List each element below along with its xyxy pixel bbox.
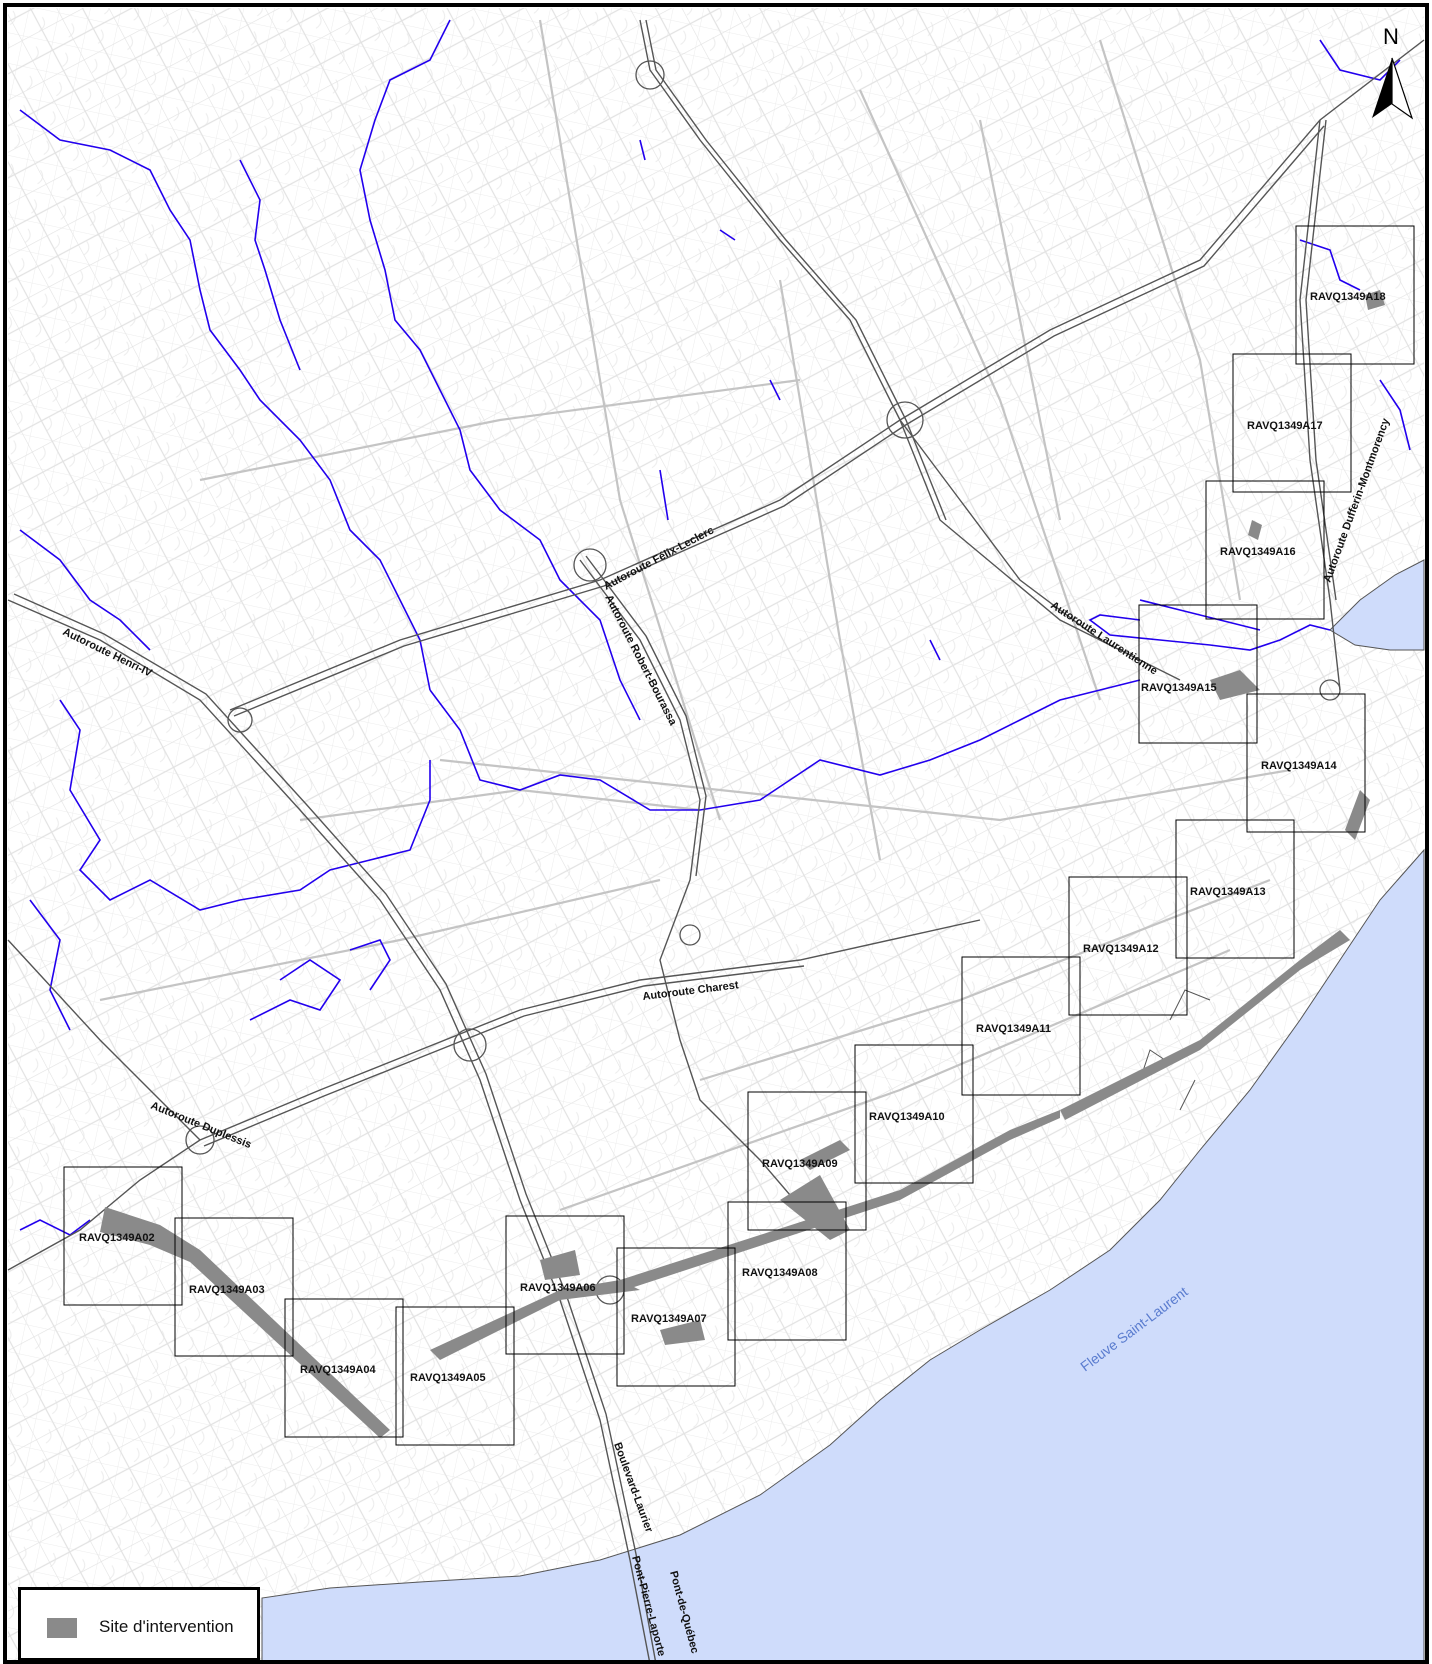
tile-label-a12: RAVQ1349A12 xyxy=(1083,943,1159,955)
tile-label-a04: RAVQ1349A04 xyxy=(300,1364,376,1376)
highways xyxy=(7,19,1425,1664)
tile-label-a02: RAVQ1349A02 xyxy=(79,1232,155,1244)
tile-label-a03: RAVQ1349A03 xyxy=(189,1284,265,1296)
arterial-roads xyxy=(99,19,1291,1212)
tile-frame-a18[interactable] xyxy=(1295,225,1415,365)
tile-frame-a12[interactable] xyxy=(1068,876,1188,1016)
tile-frame-a14[interactable] xyxy=(1246,693,1366,833)
tile-frame-a17[interactable] xyxy=(1232,353,1352,493)
tile-label-a14: RAVQ1349A14 xyxy=(1261,760,1337,772)
tile-frame-a13[interactable] xyxy=(1175,819,1295,959)
tile-label-a08: RAVQ1349A08 xyxy=(742,1267,818,1279)
north-letter: N xyxy=(1383,24,1399,49)
tile-frame-a06[interactable] xyxy=(505,1215,625,1355)
tile-label-a18: RAVQ1349A18 xyxy=(1310,291,1386,303)
tile-grid xyxy=(63,225,1415,1446)
tile-frame-a16[interactable] xyxy=(1205,480,1325,620)
intervention-sites xyxy=(100,290,1385,1438)
streams xyxy=(19,19,1411,1236)
st-lawrence-river xyxy=(261,848,1425,1664)
legend: Site d'intervention xyxy=(18,1587,260,1661)
tile-label-a06: RAVQ1349A06 xyxy=(520,1282,596,1294)
tile-frame-a04[interactable] xyxy=(284,1298,404,1438)
tile-label-a16: RAVQ1349A16 xyxy=(1220,546,1296,558)
legend-swatch xyxy=(47,1618,77,1638)
tile-frame-a05[interactable] xyxy=(395,1306,515,1446)
tile-frame-a09[interactable] xyxy=(747,1091,867,1231)
tile-label-a17: RAVQ1349A17 xyxy=(1247,420,1323,432)
legend-label: Site d'intervention xyxy=(99,1617,234,1636)
tile-label-a13: RAVQ1349A13 xyxy=(1190,886,1266,898)
tile-label-a15: RAVQ1349A15 xyxy=(1141,682,1217,694)
tile-frame-a15[interactable] xyxy=(1138,604,1258,744)
tile-label-a11: RAVQ1349A11 xyxy=(976,1023,1051,1035)
tile-label-a07: RAVQ1349A07 xyxy=(631,1313,707,1325)
tile-frame-a10[interactable] xyxy=(854,1044,974,1184)
tile-label-a10: RAVQ1349A10 xyxy=(869,1111,945,1123)
tile-frame-a07[interactable] xyxy=(616,1247,736,1387)
map-border xyxy=(3,3,1429,1664)
tile-frame-a02[interactable] xyxy=(63,1166,183,1306)
tile-label-a05: RAVQ1349A05 xyxy=(410,1372,486,1384)
north-arrow-icon: N xyxy=(1372,24,1414,120)
tile-frame-a11[interactable] xyxy=(961,956,1081,1096)
tile-labels: RAVQ1349A02 RAVQ1349A03 RAVQ1349A04 RAVQ… xyxy=(79,291,1386,1384)
tile-frame-a08[interactable] xyxy=(727,1201,847,1341)
interchanges xyxy=(185,60,1341,1305)
tile-label-a09: RAVQ1349A09 xyxy=(762,1158,838,1170)
tile-frame-a03[interactable] xyxy=(174,1217,294,1357)
estuary-ne xyxy=(1329,559,1425,651)
